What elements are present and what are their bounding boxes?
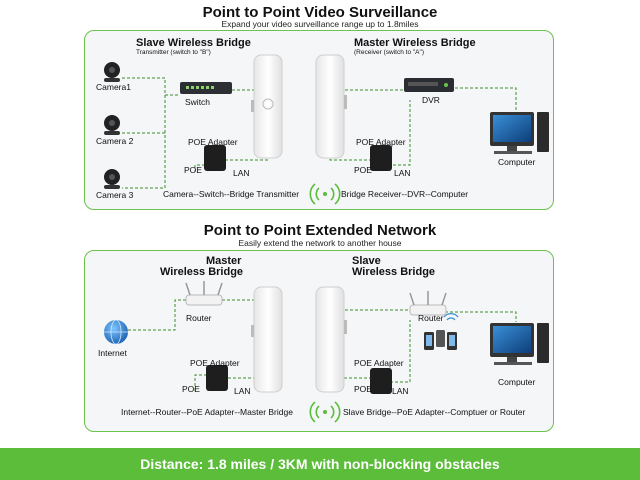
flow-right-label: Bridge Receiver--DVR--Computer xyxy=(341,189,469,199)
slave-bridge-note: Transmitter (switch to "B") xyxy=(136,49,211,56)
mobile-devices-icon xyxy=(424,330,457,350)
wireless-bridge-icon xyxy=(315,54,347,159)
wifi-small-icon xyxy=(443,313,459,321)
master-title-line2: Wireless Bridge xyxy=(160,266,244,278)
internet-globe-icon xyxy=(104,319,128,345)
computer-label: Computer xyxy=(498,377,536,387)
section1-title: Point to Point Video Surveillance xyxy=(202,4,438,21)
poe-adapter-icon xyxy=(206,365,228,391)
computer-label: Computer xyxy=(498,157,536,167)
master-title-line1: Master xyxy=(206,255,242,267)
poe-right-label: POE xyxy=(354,384,372,394)
flow-left-label: Camera--Switch--Bridge Transmitter xyxy=(163,189,300,199)
slave-bridge-title: Slave Wireless Bridge xyxy=(136,37,251,49)
poe-left-label: POE xyxy=(182,384,200,394)
camera-icon xyxy=(104,169,120,189)
poe-right-label: POE xyxy=(354,165,372,175)
camera1-label: Camera1 xyxy=(96,82,131,92)
poe-adapter-icon xyxy=(204,145,226,171)
router-icon xyxy=(409,291,447,316)
wifi-signal-icon xyxy=(309,401,341,423)
wireless-bridge-icon xyxy=(251,54,283,159)
section1-subtitle: Expand your video surveillance range up … xyxy=(221,19,419,29)
dvr-label: DVR xyxy=(422,95,440,105)
router-icon xyxy=(185,281,223,306)
computer-icon xyxy=(490,112,549,154)
camera-icon xyxy=(104,62,120,82)
switch-label: Switch xyxy=(185,97,211,107)
computer-icon xyxy=(490,323,549,365)
poe-adapter-icon xyxy=(370,368,392,394)
switch-icon xyxy=(180,82,232,94)
poe-adapter-right-label: POE Adapter xyxy=(356,137,406,147)
router-left-label: Router xyxy=(186,313,212,323)
slave-title-line1: Slave xyxy=(352,255,381,267)
flow-right-label: Slave Bridge--PoE Adapter--Comptuer or R… xyxy=(343,407,526,417)
camera-icon xyxy=(104,115,120,135)
master-bridge-title: Master Wireless Bridge xyxy=(354,37,476,49)
poe-left-label: POE xyxy=(184,165,202,175)
poe-adapter-left-label: POE Adapter xyxy=(190,358,240,368)
router-right-label: Router xyxy=(418,313,444,323)
distance-banner: Distance: 1.8 miles / 3KM with non-block… xyxy=(0,448,640,480)
poe-adapter-left-label: POE Adapter xyxy=(188,137,238,147)
wireless-bridge-icon xyxy=(251,286,283,393)
poe-adapter-right-label: POE Adapter xyxy=(354,358,404,368)
internet-label: Internet xyxy=(98,348,127,358)
wireless-bridge-icon xyxy=(315,286,347,393)
lan-left-label: LAN xyxy=(234,386,251,396)
lan-right-label: LAN xyxy=(394,168,411,178)
lan-left-label: LAN xyxy=(233,168,250,178)
flow-left-label: Internet--Router--PoE Adapter--Master Br… xyxy=(121,407,293,417)
dvr-icon xyxy=(404,78,454,92)
poe-adapter-icon xyxy=(370,145,392,171)
camera3-label: Camera 3 xyxy=(96,190,134,200)
camera2-label: Camera 2 xyxy=(96,136,134,146)
master-bridge-note: (Receiver (switch to "A") xyxy=(354,49,424,56)
section2-subtitle: Easily extend the network to another hou… xyxy=(238,238,402,248)
lan-right-label: LAN xyxy=(392,386,409,396)
wifi-signal-icon xyxy=(309,183,341,205)
section2-title: Point to Point Extended Network xyxy=(203,222,437,239)
slave-title-line2: Wireless Bridge xyxy=(352,266,436,278)
